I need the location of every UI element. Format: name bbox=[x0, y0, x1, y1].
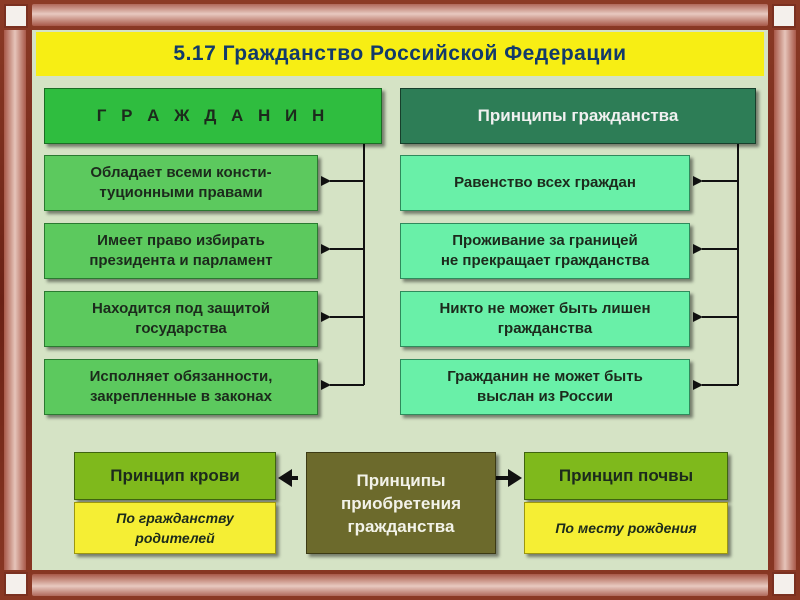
soil-principle-title: Принцип почвы bbox=[558, 466, 694, 485]
slide-title: 5.17 Гражданство Российской Федерации bbox=[173, 42, 627, 65]
frame-rail-right bbox=[774, 30, 796, 570]
citizen-item-text: Обладает всеми консти- туционными правам… bbox=[90, 164, 272, 201]
principles-header: Принципы гражданства bbox=[400, 88, 756, 144]
frame-corner bbox=[4, 4, 28, 28]
frame-rail-top bbox=[32, 4, 768, 26]
blood-principle-title: Принцип крови bbox=[110, 466, 240, 485]
title-bar: 5.17 Гражданство Российской Федерации bbox=[36, 32, 764, 76]
citizen-item-text: Находится под защитой государства bbox=[92, 300, 270, 337]
frame-corner bbox=[4, 572, 28, 596]
citizen-item-protection: Находится под защитой государства bbox=[44, 291, 318, 347]
citizen-item-text: Имеет право избирать президента и парлам… bbox=[89, 232, 273, 269]
principle-item-text: Проживание за границей не прекращает гра… bbox=[440, 232, 650, 269]
arrow-soil-shaft bbox=[496, 476, 512, 480]
citizen-item-text: Исполняет обязанности, закрепленные в за… bbox=[89, 368, 273, 405]
citizen-item-rights: Обладает всеми консти- туционными правам… bbox=[44, 155, 318, 211]
arrow-soil-head bbox=[508, 469, 522, 487]
frame-rail-left bbox=[4, 30, 26, 570]
principle-item-abroad: Проживание за границей не прекращает гра… bbox=[400, 223, 690, 279]
principle-item-no-deprivation: Никто не может быть лишен гражданства bbox=[400, 291, 690, 347]
soil-principle-header: Принцип почвы bbox=[524, 452, 728, 500]
blood-principle-header: Принцип крови bbox=[74, 452, 276, 500]
principle-item-text: Равенство всех граждан bbox=[454, 174, 636, 191]
frame-corner bbox=[772, 4, 796, 28]
principle-item-equality: Равенство всех граждан bbox=[400, 155, 690, 211]
principles-header-text: Принципы гражданства bbox=[477, 106, 679, 125]
citizen-item-duties: Исполняет обязанности, закрепленные в за… bbox=[44, 359, 318, 415]
frame-corner bbox=[772, 572, 796, 596]
citizen-header-text: Г Р А Ж Д А Н И Н bbox=[96, 106, 330, 125]
principle-item-text: Никто не может быть лишен гражданства bbox=[439, 300, 651, 337]
blood-principle-text: По гражданству родителей bbox=[116, 510, 234, 546]
principle-item-text: Гражданин не может быть выслан из России bbox=[447, 368, 643, 405]
arrow-blood-shaft bbox=[290, 476, 298, 480]
principle-item-no-expulsion: Гражданин не может быть выслан из России bbox=[400, 359, 690, 415]
citizen-item-vote: Имеет право избирать президента и парлам… bbox=[44, 223, 318, 279]
arrow-blood-head bbox=[278, 469, 292, 487]
soil-principle-text: По месту рождения bbox=[555, 520, 697, 536]
soil-principle-description: По месту рождения bbox=[524, 502, 728, 554]
blood-principle-description: По гражданству родителей bbox=[74, 502, 276, 554]
acquisition-principles-text: Принципы приобретения гражданства bbox=[340, 470, 462, 536]
citizen-header: Г Р А Ж Д А Н И Н bbox=[44, 88, 382, 144]
acquisition-principles-box: Принципы приобретения гражданства bbox=[306, 452, 496, 554]
frame-rail-bottom bbox=[32, 574, 768, 596]
